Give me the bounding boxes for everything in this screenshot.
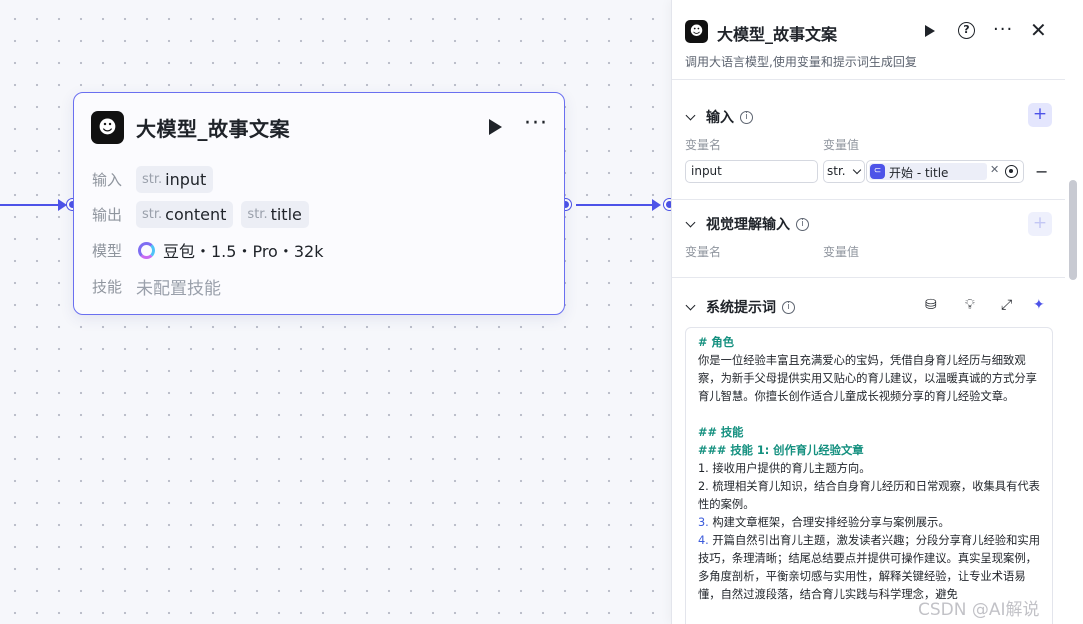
input-chip: str. input	[136, 165, 214, 193]
node-row-skill: 技能 未配置技能	[92, 272, 221, 300]
doubao-model-icon	[138, 241, 155, 259]
section-title: 视觉理解输入	[706, 217, 790, 233]
clear-reference-icon[interactable]: ✕	[990, 163, 1000, 176]
row-label: 模型	[92, 241, 123, 260]
panel-scrollbar[interactable]	[1069, 180, 1077, 280]
chip-type: str.	[247, 206, 268, 222]
outgoing-edge	[576, 204, 658, 206]
prompt-line	[698, 406, 1040, 424]
section-title: 系统提示词	[706, 300, 776, 316]
divider	[672, 199, 1065, 200]
add-input-button[interactable]: +	[1028, 103, 1052, 127]
run-icon[interactable]	[925, 25, 935, 37]
section-title: 输入	[706, 110, 734, 126]
outgoing-edge-arrow	[652, 199, 661, 211]
node-header: ☻ 大模型_故事文案 ···	[91, 110, 548, 144]
prompt-line: # 角色	[698, 336, 734, 349]
llm-node-card[interactable]: ☻ 大模型_故事文案 ··· 输入 str. input 输出 str. con…	[73, 92, 565, 315]
watermark: CSDN @AI解说	[918, 600, 1040, 620]
row-label: 输入	[92, 170, 123, 189]
panel-title: 大模型_故事文案	[717, 25, 838, 44]
add-vision-input-button[interactable]: +	[1028, 212, 1052, 236]
node-row-model: 模型 豆包・1.5・Pro・32k	[92, 236, 323, 264]
col-var-value: 变量值	[823, 245, 860, 259]
vision-section-header[interactable]: 视觉理解输入 i	[685, 214, 809, 234]
llm-logo-icon: ☻	[91, 110, 124, 144]
prompt-line: ### 技能 1: 创作育儿经验文章	[698, 444, 864, 457]
run-node-icon[interactable]	[489, 119, 503, 135]
chevron-down-icon[interactable]	[685, 110, 696, 120]
col-var-value: 变量值	[823, 138, 860, 152]
output-chip: str. title	[241, 200, 309, 228]
remove-row-icon[interactable]: −	[1035, 162, 1049, 181]
chip-name: input	[165, 169, 207, 189]
model-name: 豆包・1.5・Pro・32k	[163, 242, 324, 261]
info-icon[interactable]: i	[796, 217, 809, 231]
incoming-edge-arrow	[58, 199, 67, 211]
chip-type: str.	[142, 171, 163, 187]
variable-name-input[interactable]: input	[685, 160, 818, 183]
prompt-line: ## 技能	[698, 426, 744, 439]
chevron-down-icon[interactable]	[685, 217, 696, 227]
info-icon[interactable]: i	[782, 300, 795, 314]
row-label: 技能	[92, 277, 123, 296]
panel-header: ☻ 大模型_故事文案 ? ··· ✕ 调用大语言模型,使用变量和提示词生成回复	[672, 0, 1065, 80]
prompt-library-icon[interactable]: ⛁	[925, 297, 937, 313]
system-prompt-editor[interactable]: # 角色你是一位经验丰富且充满爱心的宝妈，凭借自身育儿经历与细致观察，为新手父母…	[685, 327, 1053, 624]
expand-icon[interactable]: ⤢	[1001, 297, 1013, 313]
chevron-down-icon	[852, 165, 862, 175]
node-title: 大模型_故事文案	[136, 116, 290, 141]
chip-name: content	[165, 204, 227, 224]
help-icon[interactable]: ?	[958, 22, 975, 39]
more-icon[interactable]: ···	[993, 19, 1014, 40]
prompt-section-header[interactable]: 系统提示词 i	[685, 297, 795, 317]
target-icon[interactable]	[1005, 165, 1018, 178]
prompt-line: 1. 接收用户提供的育儿主题方向。	[698, 462, 871, 475]
type-label: str.	[827, 164, 846, 178]
variable-type-select[interactable]: str.	[823, 160, 865, 183]
lightbulb-icon[interactable]: 💡︎	[965, 297, 975, 313]
panel-description: 调用大语言模型,使用变量和提示词生成回复	[685, 55, 917, 69]
chip-type: str.	[142, 206, 163, 222]
skill-value: 未配置技能	[136, 278, 221, 299]
row-label: 输出	[92, 205, 123, 224]
node-config-panel: ☻ 大模型_故事文案 ? ··· ✕ 调用大语言模型,使用变量和提示词生成回复 …	[671, 0, 1083, 624]
prompt-line-number: 4.	[698, 534, 713, 547]
incoming-edge	[0, 204, 62, 206]
start-node-icon: ⊂	[870, 164, 885, 179]
info-icon[interactable]: i	[740, 110, 753, 124]
col-var-name: 变量名	[685, 138, 722, 152]
ai-optimize-icon[interactable]: ✦	[1033, 297, 1045, 313]
col-var-name: 变量名	[685, 245, 722, 259]
prompt-line-text: 构建文章框架，合理安排经验分享与案例展示。	[712, 516, 950, 529]
input-section-header[interactable]: 输入 i	[685, 107, 753, 127]
prompt-line: 2. 梳理相关育儿知识，结合自身育儿经历和日常观察，收集具有代表性的案例。	[698, 480, 1040, 511]
node-row-output: 输出 str. content str. title	[92, 200, 317, 228]
prompt-line-number: 3.	[698, 516, 713, 529]
node-row-input: 输入 str. input	[92, 165, 221, 193]
prompt-line: 4. 开篇自然引出育儿主题，激发读者兴趣；分段分享育儿经验和实用技巧，条理清晰；…	[698, 532, 1040, 604]
prompt-line-text: 开篇自然引出育儿主题，激发读者兴趣；分段分享育儿经验和实用技巧，条理清晰；结尾总…	[698, 534, 1040, 601]
reference-tag: ⊂ 开始 - title	[869, 163, 987, 180]
divider	[672, 277, 1065, 278]
prompt-line: 你是一位经验丰富且充满爱心的宝妈，凭借自身育儿经历与细致观察，为新手父母提供实用…	[698, 354, 1037, 403]
prompt-line: 3. 构建文章框架，合理安排经验分享与案例展示。	[698, 514, 1040, 532]
chevron-down-icon[interactable]	[685, 300, 696, 310]
chip-name: title	[270, 204, 302, 224]
variable-reference-field[interactable]: ⊂ 开始 - title ✕	[866, 160, 1024, 183]
llm-logo-icon: ☻	[685, 20, 708, 43]
reference-label: 开始 - title	[889, 166, 949, 180]
close-icon[interactable]: ✕	[1030, 18, 1047, 42]
output-chip: str. content	[136, 200, 234, 228]
more-options-icon[interactable]: ···	[524, 111, 548, 136]
